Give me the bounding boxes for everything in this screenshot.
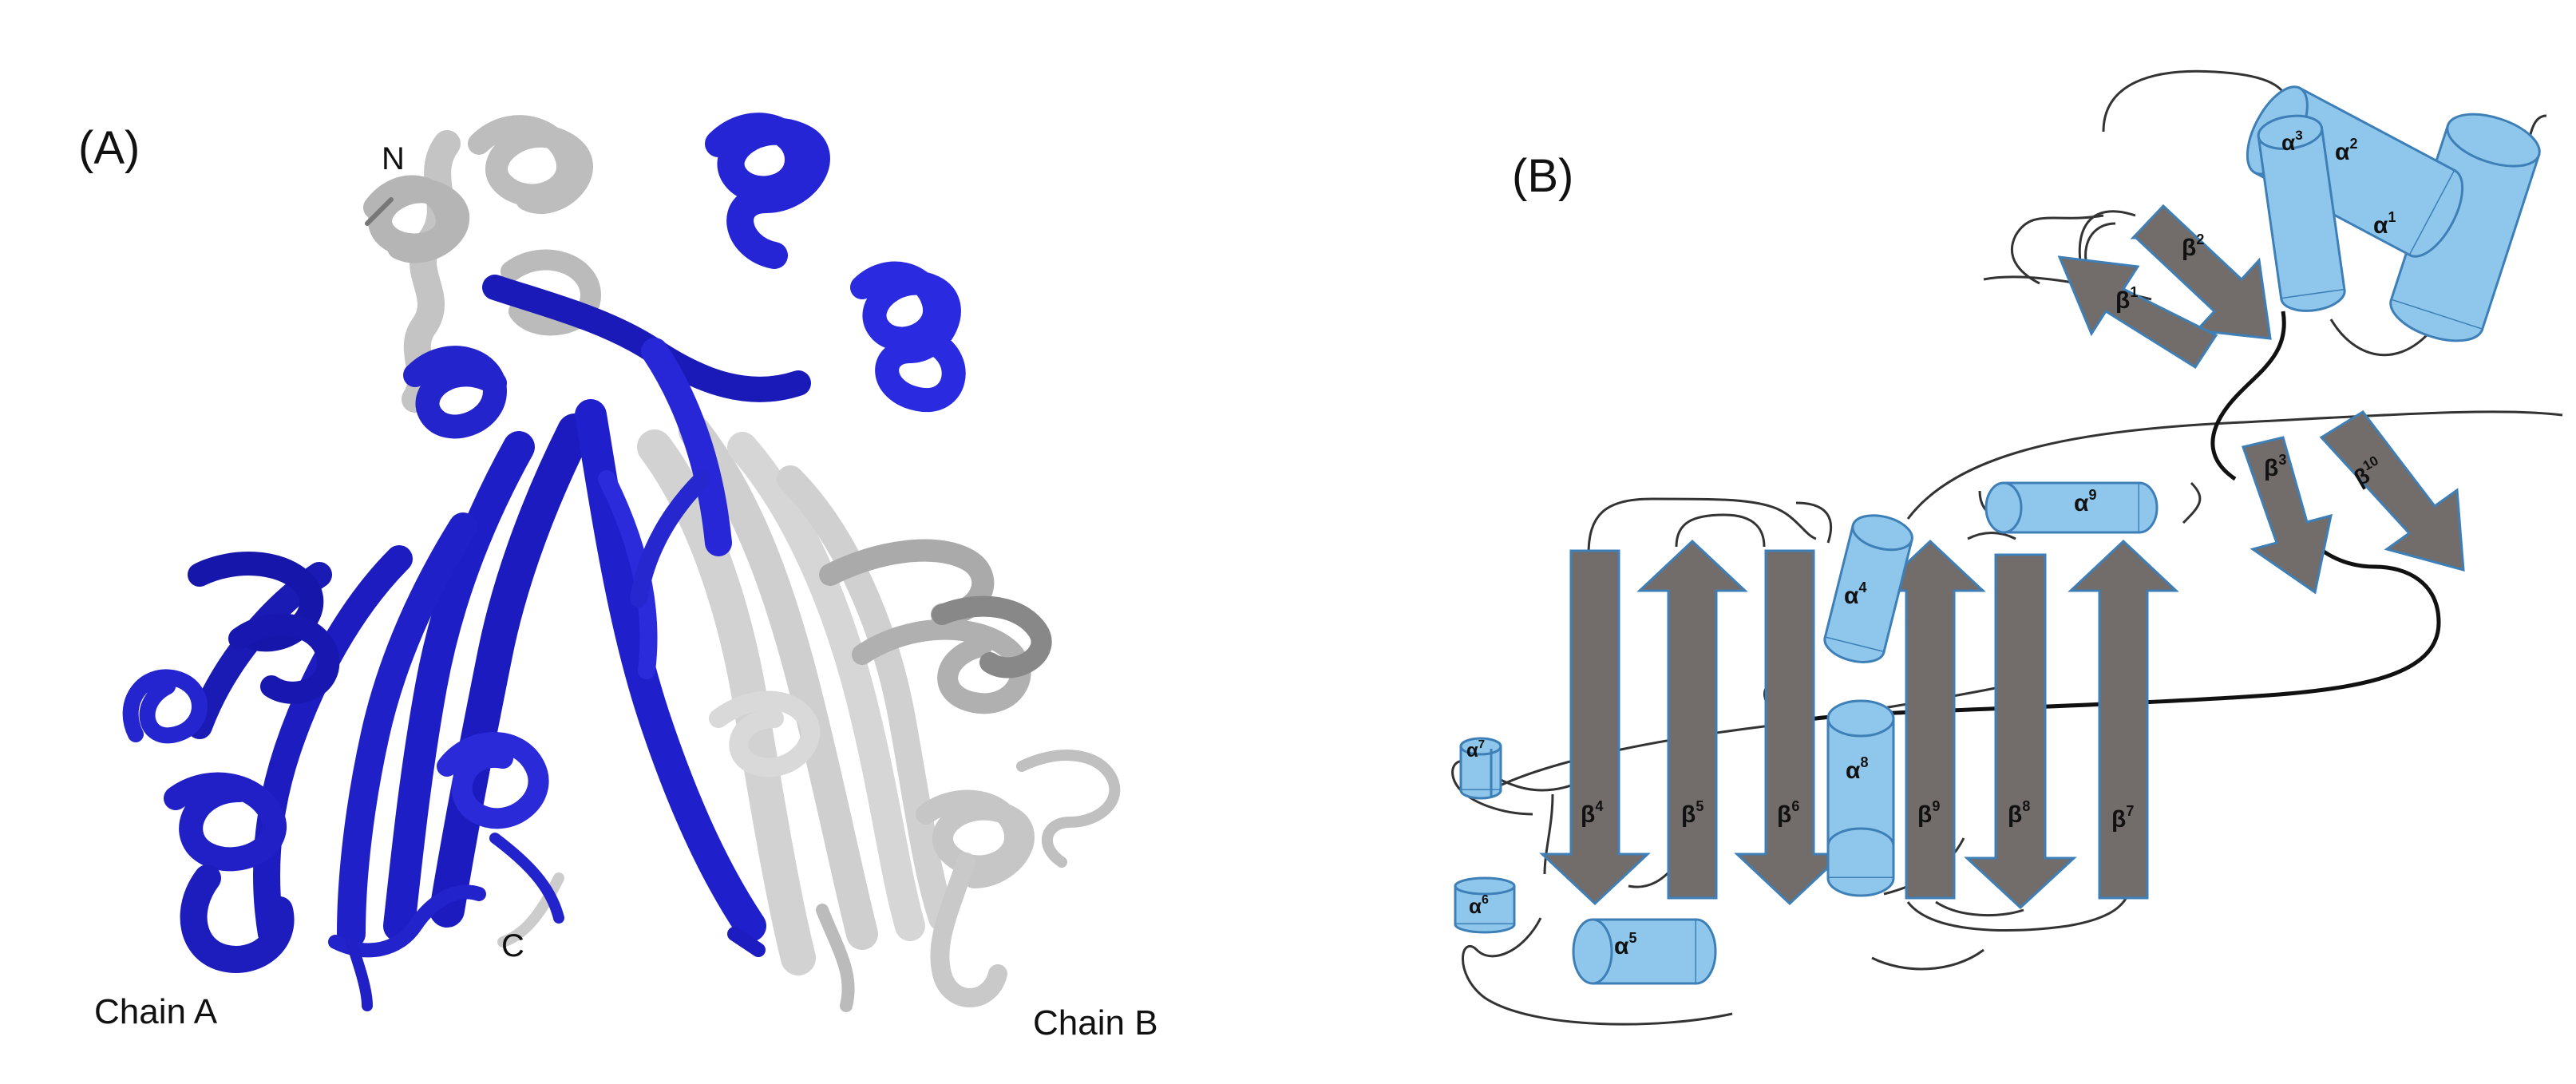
helix-a4 (1823, 514, 1913, 663)
strand-b3 (2242, 436, 2333, 595)
label-a6: α6 (1469, 893, 1489, 918)
helix-a8 (1826, 699, 1895, 897)
label-b6: β6 (1777, 798, 1799, 828)
strand-b9 (1874, 539, 1986, 900)
label-b1: β1 (2115, 284, 2138, 314)
n-terminus-label: N (382, 141, 405, 176)
label-a9: α9 (2074, 487, 2096, 516)
strand-b7 (2068, 539, 2179, 900)
label-a5: α5 (1614, 930, 1636, 959)
label-a8: α8 (1846, 754, 1868, 784)
helix-a7 (1459, 737, 1502, 800)
strand-b5 (1636, 539, 1748, 900)
alpha-helices (1454, 85, 2541, 985)
sse-labels: α1 α2 α3 α4 α5 α6 α7 α8 α9 β1 β2 β3 β4 β… (1466, 128, 2396, 959)
helix-a6 (1454, 876, 1516, 934)
chain-a-ribbon (122, 113, 966, 1011)
helix-a3 (2257, 114, 2346, 312)
helix-a9 (1984, 481, 2159, 534)
strand-b2 (2130, 204, 2272, 340)
label-a3: α3 (2281, 128, 2303, 155)
panel-b: (B) (1451, 69, 2563, 1026)
label-a2: α2 (2335, 136, 2357, 165)
crossover-loop (1763, 311, 2441, 722)
label-b4: β4 (1581, 798, 1603, 828)
label-b3: β3 (2264, 452, 2286, 481)
label-b7: β7 (2111, 803, 2134, 833)
label-b8: β8 (2008, 798, 2030, 828)
label-b5: β5 (1681, 798, 1703, 828)
strand-b8 (1964, 553, 2077, 910)
panel-b-label: (B) (1512, 150, 1573, 202)
c-terminus-label: C (501, 928, 524, 963)
helix-a5 (1572, 918, 1717, 985)
panel-a: (A) (78, 113, 1158, 1042)
chain-b-ribbon (363, 115, 1121, 1012)
strand-b10 (2319, 410, 2465, 572)
label-a4: α4 (1844, 580, 1866, 609)
strand-b6 (1734, 549, 1846, 906)
strand-b1 (2057, 255, 2218, 370)
panel-a-label: (A) (78, 122, 140, 174)
label-a7: α7 (1466, 738, 1485, 762)
label-a1: α1 (2373, 209, 2396, 239)
chain-b-label: Chain B (1033, 1003, 1158, 1042)
label-b9: β9 (1917, 798, 1940, 828)
label-b2: β2 (2182, 231, 2204, 261)
beta-strands (1539, 204, 2465, 910)
chain-a-label: Chain A (94, 992, 218, 1031)
strand-b4 (1539, 549, 1651, 906)
